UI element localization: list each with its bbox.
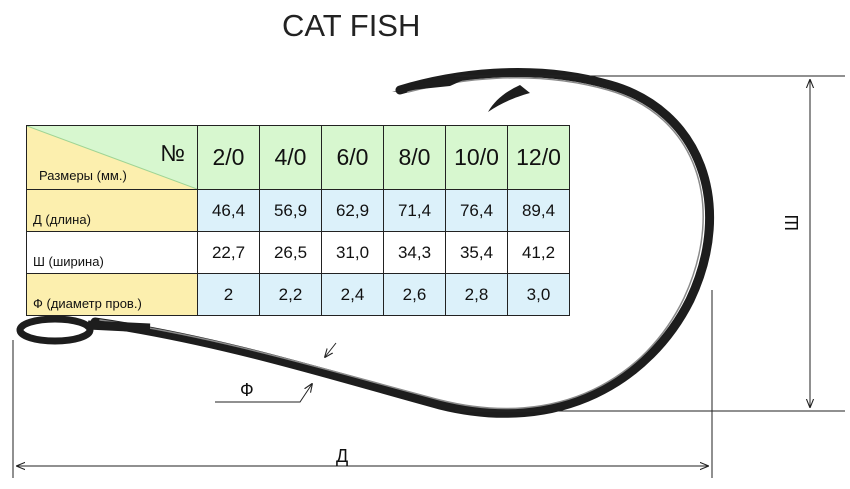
diameter-value: 2,2 [259, 273, 322, 316]
length-value: 46,4 [197, 189, 260, 232]
table-row-length: Д (длина) 46,4 56,9 62,9 71,4 76,4 89,4 [26, 189, 570, 232]
diagram-title: CAT FISH [282, 8, 421, 43]
width-value: 35,4 [445, 231, 508, 274]
hook-barb [488, 85, 530, 112]
size-header: 10/0 [445, 125, 508, 190]
length-value: 56,9 [259, 189, 322, 232]
hook-eye-join [87, 320, 151, 333]
row-label-length: Д (длина) [26, 189, 198, 232]
length-label: Д [336, 446, 348, 466]
size-header: 2/0 [197, 125, 260, 190]
length-value: 76,4 [445, 189, 508, 232]
width-value: 34,3 [383, 231, 446, 274]
width-value: 41,2 [507, 231, 570, 274]
size-header: 8/0 [383, 125, 446, 190]
number-sign: № [160, 140, 185, 166]
width-value: 26,5 [259, 231, 322, 274]
diameter-value: 2,6 [383, 273, 446, 316]
length-value: 62,9 [321, 189, 384, 232]
diameter-value: 3,0 [507, 273, 570, 316]
length-value: 71,4 [383, 189, 446, 232]
table-row-width: Ш (ширина) 22,7 26,5 31,0 34,3 35,4 41,2 [26, 231, 570, 274]
hook-shank [90, 68, 715, 418]
width-value: 22,7 [197, 231, 260, 274]
hook-point [392, 77, 470, 92]
table-row-diameter: Ф (диаметр пров.) 2 2,2 2,4 2,6 2,8 3,0 [26, 273, 570, 316]
row-label-width: Ш (ширина) [26, 231, 198, 274]
diameter-leader [215, 384, 312, 403]
size-header: 6/0 [321, 125, 384, 190]
size-table: № Размеры (мм.) 2/0 4/0 6/0 8/0 10/0 12/… [26, 125, 570, 316]
diameter-value: 2,8 [445, 273, 508, 316]
size-header-row: № Размеры (мм.) 2/0 4/0 6/0 8/0 10/0 12/… [26, 125, 570, 190]
length-value: 89,4 [507, 189, 570, 232]
diameter-value: 2,4 [321, 273, 384, 316]
size-header: 4/0 [259, 125, 322, 190]
corner-cell: № Размеры (мм.) [26, 125, 198, 190]
width-value: 31,0 [321, 231, 384, 274]
size-header: 12/0 [507, 125, 570, 190]
diameter-label: Ф [240, 380, 254, 400]
corner-diagonal [27, 126, 197, 189]
hook-eye [16, 315, 94, 345]
row-label-diameter: Ф (диаметр пров.) [26, 273, 198, 316]
sizes-unit-label: Размеры (мм.) [39, 168, 127, 183]
diameter-value: 2 [197, 273, 260, 316]
width-label: Ш [782, 215, 802, 232]
hook-shank-highlight [99, 76, 704, 410]
diameter-arrow-top [325, 342, 337, 357]
